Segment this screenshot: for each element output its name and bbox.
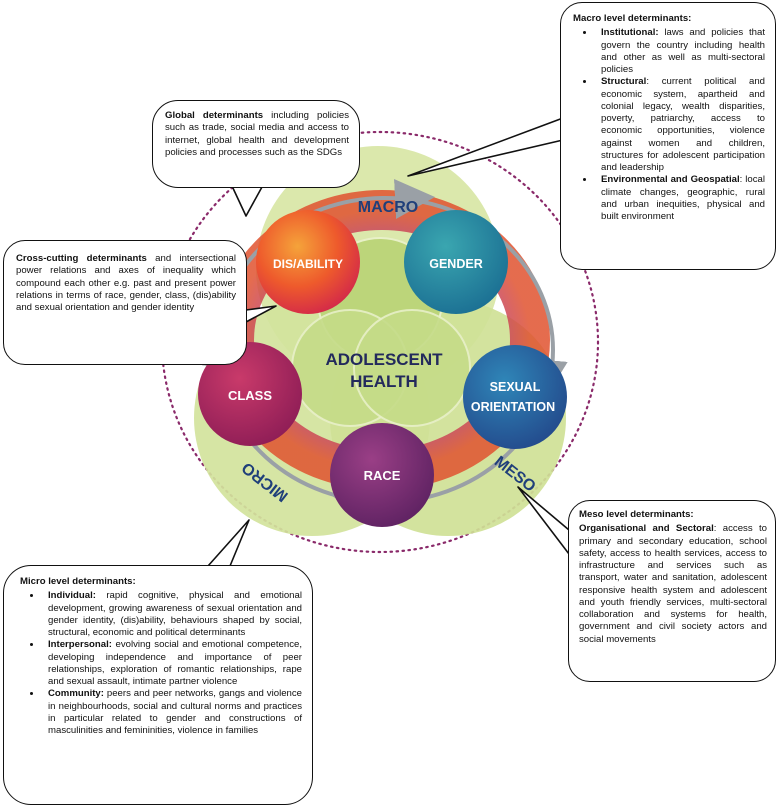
micro-item-individual: Individual: rapid cognitive, physical an… [42,590,302,639]
center-circle-right [353,309,471,427]
meso-pointer [517,486,570,555]
meso-body: Organisational and Sectoral: access to p… [579,523,767,646]
macro-list: Institutional: laws and policies that go… [573,27,765,223]
macro-item-institutional: Institutional: laws and policies that go… [595,27,765,76]
race-label: RACE [364,468,401,483]
macro-pointer [407,117,564,177]
micro-determinants-callout: Micro level determinants: Individual: ra… [3,565,313,805]
meso-determinants-callout: Meso level determinants: Organisational … [568,500,776,682]
micro-item-bold: Community: [48,688,104,700]
macro-item-environmental: Environmental and Geospatial: local clim… [595,174,765,223]
macro-item-bold: Environmental and Geospatial [601,174,740,186]
sexual-orientation-circle [463,345,567,449]
cross-bold: Cross-cutting determinants [16,253,147,264]
micro-item-text: evolving social and emotional competence… [48,639,302,688]
micro-pointer [207,519,250,567]
class-label: CLASS [228,388,272,403]
global-pointer [231,185,263,217]
micro-item-community: Community: peers and peer networks, gang… [42,688,302,737]
micro-item-bold: Interpersonal: [48,639,112,651]
micro-item-text: rapid cognitive, physical and emotional … [48,590,302,639]
meso-title: Meso level determinants: [579,509,694,520]
macro-level-label: MACRO [358,199,418,216]
class-circle [198,342,302,446]
macro-item-bold: Institutional: [601,27,659,39]
meso-bold: Organisational and Sectoral [579,523,714,535]
center-title-line2: HEALTH [350,372,418,391]
macro-item-text: : local climate changes, geographic, rur… [601,174,766,223]
cross-text: and intersectional power relations and a… [16,253,236,314]
micro-item-bold: Individual: [48,590,96,602]
macro-item-text: laws and policies that govern the countr… [601,27,765,76]
disability-label: DIS/ABILITY [273,257,343,271]
meso-text: : access to primary and secondary educat… [579,523,767,645]
micro-item-text: peers and peer networks, gangs and viole… [48,688,302,737]
race-circle [330,423,434,527]
sexual-label: SEXUAL [490,380,541,394]
macro-item-structural: Structural: current political and econom… [595,76,765,174]
macro-item-bold: Structural [601,76,647,88]
micro-item-interpersonal: Interpersonal: evolving social and emoti… [42,639,302,688]
gender-circle [404,210,508,314]
macro-item-text: : current political and economic system,… [601,76,765,174]
disability-circle [256,210,360,314]
center-title-line1: ADOLESCENT [325,350,443,369]
cross-pointer [245,305,277,323]
arrow-top [394,179,435,219]
macro-determinants-callout: Macro level determinants: Institutional:… [560,2,776,270]
global-bold: Global determinants [165,110,264,121]
cross-cutting-callout: Cross-cutting determinants and intersect… [3,240,247,365]
gender-label: GENDER [429,257,482,271]
micro-list: Individual: rapid cognitive, physical an… [20,590,302,737]
orientation-label: ORIENTATION [471,400,555,414]
global-determinants-callout: Global determinants including policies s… [152,100,360,188]
micro-title: Micro level determinants: [20,576,136,587]
global-text: including policies such as trade, social… [165,110,349,158]
macro-title: Macro level determinants: [573,13,692,24]
